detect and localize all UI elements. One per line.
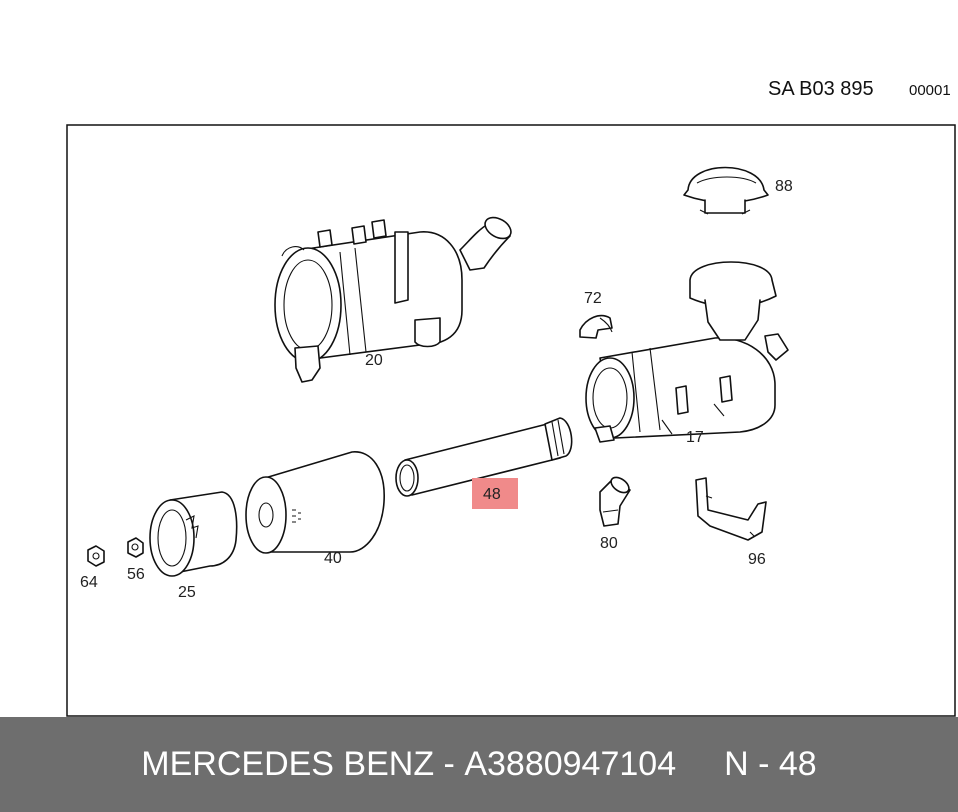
part-72-clip [579,314,613,339]
parts-diagram: SA B03 895 00001 [66,78,956,717]
callout-56: 56 [127,566,145,583]
part-25-safety-element [149,491,238,577]
part-40-filter-element [245,451,385,554]
callout-88: 88 [775,178,793,195]
part-20-filter-housing [274,216,512,383]
footer-bar: MERCEDES BENZ - A3880947104 N - 48 [0,717,958,812]
callout-48: 48 [483,486,501,503]
footer-part-number: A3880947104 [464,745,677,783]
footer-position-label: N - 48 [724,745,817,783]
callout-96: 96 [748,551,766,568]
sheet-number: 00001 [909,82,951,99]
footer-brand: MERCEDES BENZ [141,745,435,783]
part-96-bracket [695,477,767,541]
part-80-elbow [599,476,631,527]
callout-20: 20 [365,352,383,369]
part-88-cap [683,166,769,215]
callout-40: 40 [324,550,342,567]
part-48-pipe [395,417,573,497]
diagram-frame [66,124,956,717]
part-56-nut [127,537,144,558]
part-64-nut [87,545,105,567]
highlight-box [472,478,518,509]
callout-25: 25 [178,584,196,601]
footer-separator: - [434,745,465,783]
callout-64: 64 [80,574,98,591]
callout-80: 80 [600,535,618,552]
part-17-filter-assembly [585,261,789,443]
diagram-code: SA B03 895 [768,78,874,100]
callout-72: 72 [584,290,602,307]
callout-17: 17 [686,429,704,446]
